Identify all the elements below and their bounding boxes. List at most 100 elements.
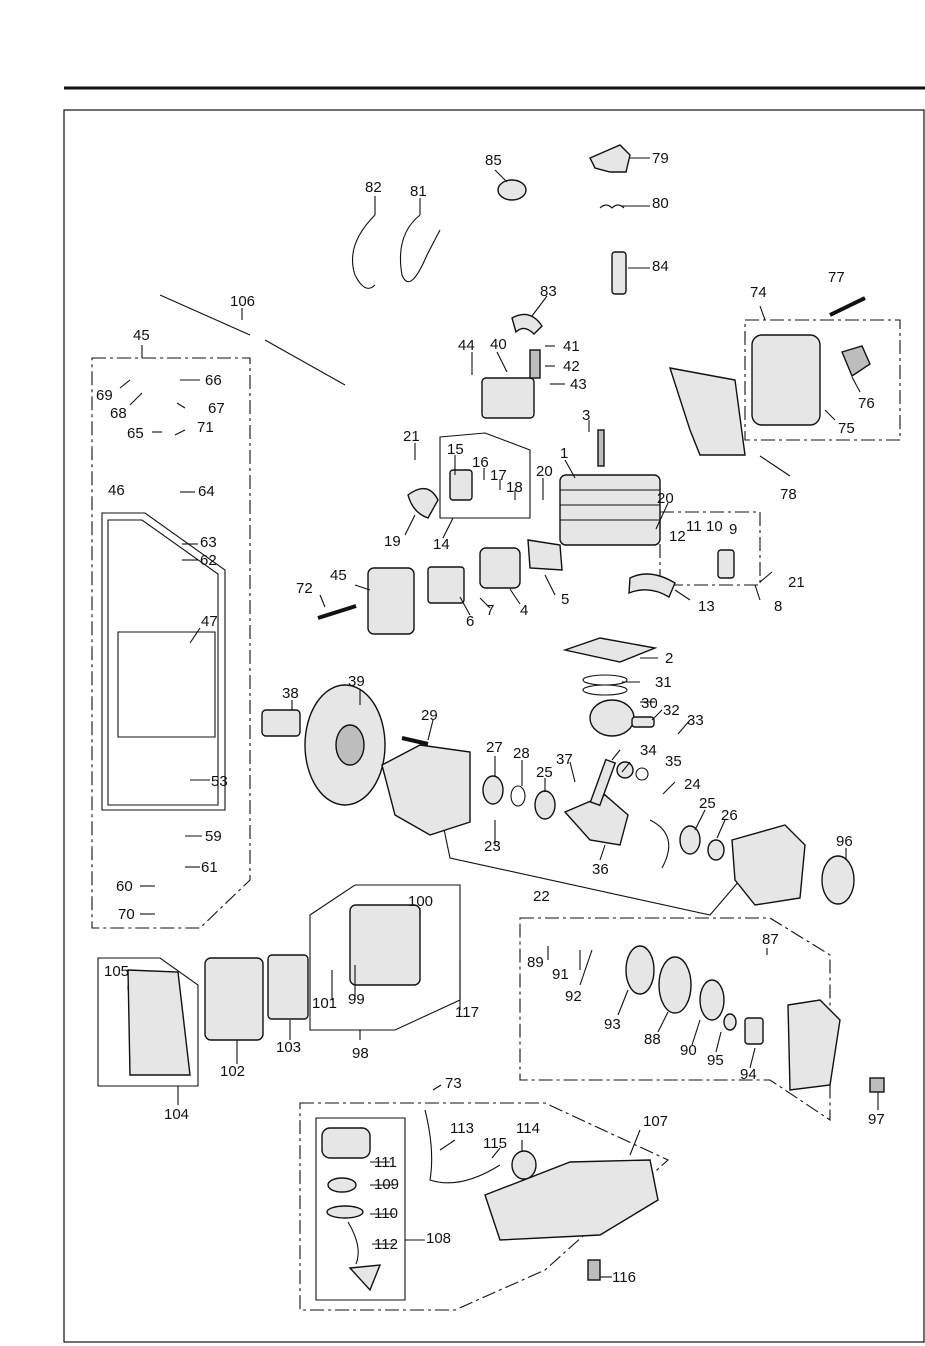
part-label-30: 30 [641, 695, 658, 712]
part-label-85: 85 [485, 152, 502, 169]
part-label-95: 95 [707, 1052, 724, 1069]
part-label-105: 105 [104, 963, 129, 980]
part-label-18: 18 [506, 479, 523, 496]
part-label-21b: 21 [788, 574, 805, 591]
part-label-113: 113 [450, 1120, 474, 1137]
part-label-114: 114 [516, 1120, 540, 1137]
part-label-87: 87 [762, 931, 779, 948]
part-label-31: 31 [655, 674, 672, 691]
part-label-109: 109 [374, 1176, 399, 1193]
part-label-45b: 45 [330, 567, 347, 584]
part-label-112: 112 [374, 1236, 398, 1253]
part-label-99: 99 [348, 991, 365, 1008]
part-label-45a: 45 [133, 327, 150, 344]
part-label-36: 36 [592, 861, 609, 878]
part-label-96: 96 [836, 833, 853, 850]
part-label-6: 6 [466, 613, 474, 630]
part-label-17: 17 [490, 467, 507, 484]
part-label-35: 35 [665, 753, 682, 770]
part-label-44: 44 [458, 337, 475, 354]
part-label-72: 72 [296, 580, 313, 597]
part-label-53: 53 [211, 773, 228, 790]
part-label-70: 70 [118, 906, 135, 923]
part-label-89: 89 [527, 954, 544, 971]
part-label-97: 97 [868, 1111, 885, 1128]
part-label-93: 93 [604, 1016, 621, 1033]
group-outlines [91, 294, 901, 1311]
part-label-110: 110 [374, 1205, 398, 1222]
part-label-46: 46 [108, 482, 125, 499]
part-label-2: 2 [665, 650, 673, 667]
part-label-37: 37 [556, 751, 573, 768]
part-label-67: 67 [208, 400, 225, 417]
part-label-25b: 25 [699, 795, 716, 812]
part-label-59: 59 [205, 828, 222, 845]
part-labels: 79 80 84 85 82 81 83 106 45 44 40 41 42 … [96, 150, 885, 1286]
part-label-108: 108 [426, 1230, 451, 1247]
part-label-33: 33 [687, 712, 704, 729]
part-label-92: 92 [565, 988, 582, 1005]
part-label-104: 104 [164, 1106, 189, 1123]
part-label-74: 74 [750, 284, 767, 301]
part-label-5: 5 [561, 591, 569, 608]
diagram-frame [63, 109, 925, 1343]
part-label-10: 10 [706, 518, 723, 535]
part-label-90: 90 [680, 1042, 697, 1059]
part-label-106: 106 [230, 293, 255, 310]
part-label-116: 116 [612, 1269, 636, 1286]
part-label-75: 75 [838, 420, 855, 437]
part-label-13: 13 [698, 598, 715, 615]
part-label-84: 84 [652, 258, 669, 275]
part-label-111: 111 [374, 1154, 397, 1171]
part-label-83: 83 [540, 283, 557, 300]
part-label-20b: 20 [657, 490, 674, 507]
leader-lines [119, 157, 879, 1278]
part-label-11: 11 [686, 518, 702, 535]
part-label-73: 73 [445, 1075, 462, 1092]
part-label-4: 4 [520, 602, 528, 619]
part-label-42: 42 [563, 358, 580, 375]
part-label-64: 64 [198, 483, 215, 500]
part-label-22: 22 [533, 888, 550, 905]
part-label-76: 76 [858, 395, 875, 412]
part-label-3: 3 [582, 407, 590, 424]
part-label-115: 115 [483, 1135, 507, 1152]
part-label-9: 9 [729, 521, 737, 538]
part-label-47: 47 [201, 613, 218, 630]
part-label-117: 117 [455, 1004, 479, 1021]
part-label-1: 1 [560, 445, 568, 462]
part-label-79: 79 [652, 150, 669, 167]
part-label-107: 107 [643, 1113, 668, 1130]
part-label-94: 94 [740, 1066, 757, 1083]
part-label-71: 71 [197, 419, 214, 436]
part-label-21a: 21 [403, 428, 420, 445]
part-label-60: 60 [116, 878, 133, 895]
part-label-20a: 20 [536, 463, 553, 480]
part-label-15: 15 [447, 441, 464, 458]
part-label-16: 16 [472, 454, 489, 471]
part-label-102: 102 [220, 1063, 245, 1080]
part-label-98: 98 [352, 1045, 369, 1062]
part-label-14: 14 [433, 536, 450, 553]
part-label-61: 61 [201, 859, 218, 876]
part-label-62: 62 [200, 552, 217, 569]
part-label-39: 39 [348, 673, 365, 690]
part-shapes [127, 144, 885, 1292]
part-label-24: 24 [684, 776, 701, 793]
part-label-103: 103 [276, 1039, 301, 1056]
part-label-29: 29 [421, 707, 438, 724]
part-label-91: 91 [552, 966, 569, 983]
part-label-43: 43 [570, 376, 587, 393]
part-label-101: 101 [312, 995, 337, 1012]
part-label-19: 19 [384, 533, 401, 550]
part-label-41: 41 [563, 338, 580, 355]
part-label-23: 23 [484, 838, 501, 855]
part-label-78: 78 [780, 486, 797, 503]
part-label-63: 63 [200, 534, 217, 551]
part-label-26: 26 [721, 807, 738, 824]
part-label-68: 68 [110, 405, 127, 422]
part-label-82: 82 [365, 179, 382, 196]
part-label-8: 8 [774, 598, 782, 615]
part-label-38: 38 [282, 685, 299, 702]
